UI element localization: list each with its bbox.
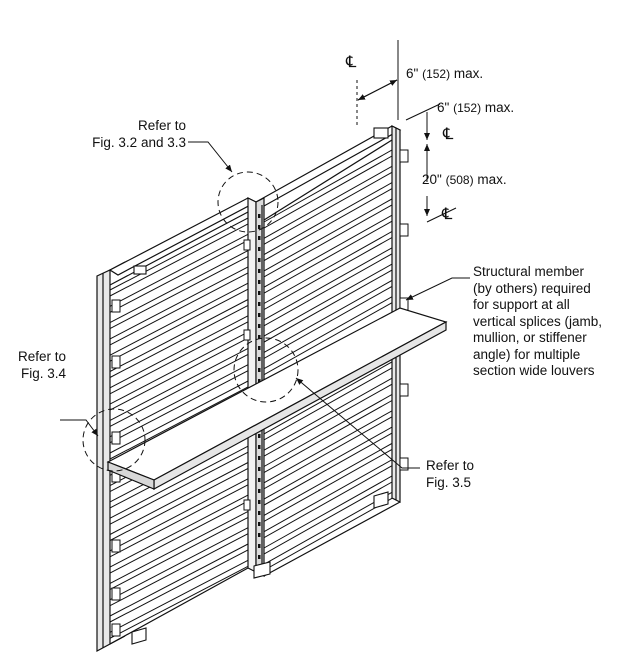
dimension-label-middle: 6" (152) max. <box>437 100 515 115</box>
louver-blade <box>109 233 249 314</box>
dimension-label-top: 6" (152) max. <box>406 66 484 81</box>
detail-circle-jamb <box>82 408 146 472</box>
louver-blade <box>109 559 249 640</box>
note-line: vertical splices (jamb, <box>473 313 603 329</box>
bolt-hole <box>258 434 261 438</box>
note-line: angle) for multiple <box>473 346 581 362</box>
louver-blade <box>263 426 393 506</box>
bolt-hole <box>258 478 261 482</box>
bolt-hole <box>258 346 261 350</box>
bolt-hole <box>258 544 261 548</box>
louver-blade <box>109 526 249 607</box>
note-line: section wide louvers <box>473 363 595 378</box>
louver-blade <box>263 442 393 523</box>
louver-blade <box>263 165 393 246</box>
callout-line-2: Fig. 3.4 <box>20 365 66 381</box>
note-line: for support at all <box>473 297 570 312</box>
callout-line-2: Fig. 3.5 <box>426 474 472 490</box>
dimension-lines <box>356 40 457 223</box>
bolt-hole <box>258 324 261 328</box>
bolt-hole <box>258 511 261 515</box>
louver-blade <box>263 214 393 295</box>
clip-angle <box>111 623 121 637</box>
louver-blade <box>263 458 393 539</box>
louver-blade <box>109 298 249 379</box>
louver-blade <box>263 409 393 490</box>
callout-fig-3-4: Refer to Fig. 3.4 <box>2 349 66 382</box>
bolt-hole <box>258 357 261 361</box>
detail-circle-top-splice <box>217 171 279 233</box>
bolt-hole <box>258 313 261 317</box>
leader-lines <box>60 141 470 469</box>
louver-blade <box>263 230 393 311</box>
clip-angle <box>243 329 251 341</box>
bolt-hole <box>258 467 261 471</box>
clip-angle <box>111 355 121 369</box>
louver-blade <box>263 491 393 572</box>
base-feet <box>131 127 389 645</box>
louver-blade <box>263 475 393 555</box>
bolt-hole <box>258 500 261 504</box>
callout-line-1: Refer to <box>137 118 186 133</box>
clip-angle <box>111 539 121 553</box>
louver-blade <box>263 198 393 278</box>
dimension-label-bottom: 20" (508) max. <box>422 172 507 187</box>
louver-blade <box>109 331 249 411</box>
clip-angle <box>243 499 251 511</box>
bolt-hole <box>258 456 261 460</box>
clip-angle <box>111 299 121 313</box>
bolt-hole <box>258 269 261 273</box>
structural-member-note: Structural member (by others) required f… <box>473 264 602 380</box>
bolt-hole <box>258 225 261 229</box>
clip-angle <box>111 587 121 601</box>
bolt-hole <box>258 280 261 284</box>
bolt-hole <box>258 302 261 306</box>
bolt-hole <box>258 335 261 339</box>
clip-angle <box>111 431 121 445</box>
louver-blade <box>109 314 249 395</box>
detail-circles <box>82 171 299 472</box>
louver-blade <box>109 510 249 591</box>
bolt-hole <box>258 445 261 449</box>
bolt-hole <box>258 291 261 295</box>
note-line: mullion, or stiffener <box>473 330 587 345</box>
bolt-hole <box>258 489 261 493</box>
bolt-hole <box>258 555 261 559</box>
louver-blade <box>263 246 393 327</box>
jamb-clip-angles <box>111 149 409 637</box>
louver-blade <box>109 477 249 558</box>
clip-angle <box>399 149 409 163</box>
left-jamb <box>96 261 126 653</box>
centerline-symbol-top: ℄ <box>346 52 357 71</box>
bolt-hole <box>258 533 261 537</box>
callout-fig-3-2-3-3: Refer to Fig. 3.2 and 3.3 <box>40 118 186 151</box>
bolt-hole <box>258 236 261 240</box>
structural-member-shelf <box>106 307 448 491</box>
callout-line-1: Refer to <box>426 458 475 473</box>
centerline-symbol-bottom: ℄ <box>442 204 453 223</box>
louver-blade <box>109 282 249 363</box>
louver-blade <box>109 494 249 574</box>
callout-line-2: Fig. 3.2 and 3.3 <box>92 134 186 150</box>
note-line: Structural member <box>473 264 585 279</box>
bolt-hole <box>258 368 261 372</box>
bolt-hole <box>258 247 261 251</box>
louver-blade <box>109 266 249 346</box>
louver-blade <box>109 543 249 623</box>
bolt-hole <box>258 379 261 383</box>
note-line: (by others) required <box>473 280 591 296</box>
detail-circle-mullion <box>233 337 299 403</box>
callout-line-1: Refer to <box>17 349 66 364</box>
clip-angle <box>399 383 409 397</box>
bolt-hole <box>258 522 261 526</box>
callout-fig-3-5: Refer to Fig. 3.5 <box>426 458 474 491</box>
clip-angle <box>399 457 409 471</box>
clip-angle <box>399 223 409 237</box>
clip-angle <box>243 239 251 251</box>
bolt-hole <box>258 258 261 262</box>
bolt-hole <box>258 214 261 218</box>
louver-blade <box>109 217 249 297</box>
centerline-symbol-middle: ℄ <box>443 124 454 143</box>
